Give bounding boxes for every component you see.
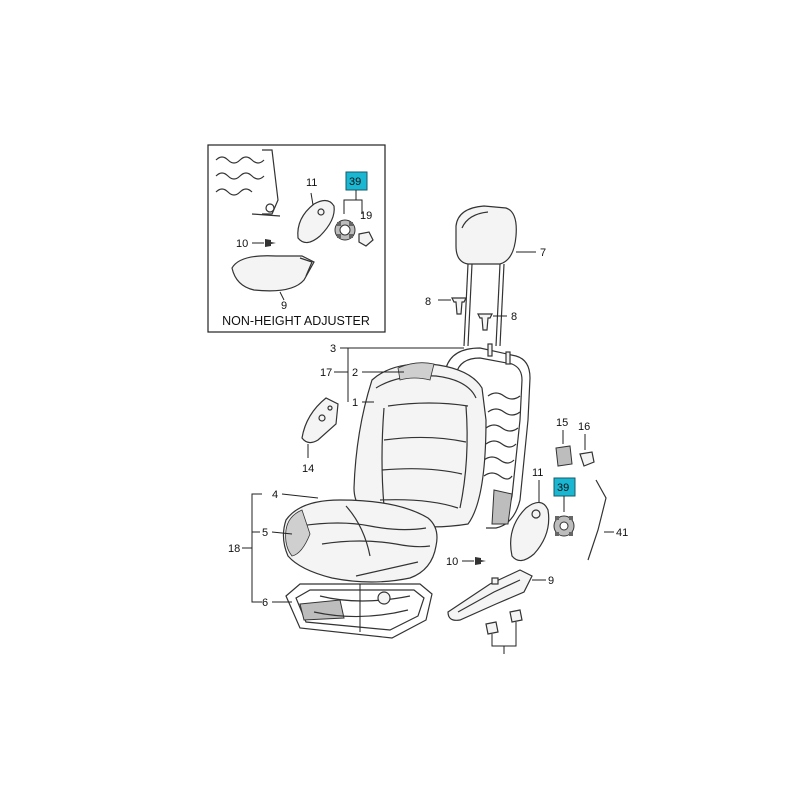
part-16-clip: 16	[578, 421, 595, 467]
inset-label-9: 9	[281, 300, 287, 312]
inset-caption: NON-HEIGHT ADJUSTER	[222, 314, 370, 328]
inset-label-39: 39	[349, 176, 361, 188]
headrest-guide-right: 8	[477, 311, 517, 331]
part-11-recliner-cover: 11	[510, 467, 550, 562]
part-10-screw: 10	[446, 556, 486, 568]
part-14-panel: 14	[301, 397, 339, 475]
headrest-guide-left: 8	[425, 296, 467, 315]
inset-recliner-cover	[297, 199, 335, 244]
headrest: 7	[455, 205, 546, 347]
seatback-cushion	[353, 362, 487, 528]
part-9-side-shield: 9	[447, 569, 554, 621]
inset-label-10: 10	[236, 238, 248, 250]
label-4: 4	[272, 489, 278, 501]
label-7: 7	[540, 247, 546, 259]
label-1: 1	[352, 397, 358, 409]
inset-screw-icon	[265, 239, 276, 247]
label-5: 5	[262, 527, 268, 539]
inset-label-11: 11	[306, 177, 317, 189]
inset-label-19: 19	[360, 210, 372, 222]
label-8b: 8	[511, 311, 517, 323]
inset-frame-springs	[215, 149, 281, 217]
label-16: 16	[578, 421, 590, 433]
part-41-cable: 41	[587, 479, 628, 561]
seat-frame	[285, 583, 433, 639]
inset-side-shield	[231, 255, 315, 292]
seatback-frame	[445, 343, 531, 529]
inset-knob-cap	[358, 231, 374, 247]
label-11: 11	[532, 467, 543, 479]
label-2: 2	[352, 367, 358, 379]
inset-knob-gear	[334, 219, 356, 241]
label-15: 15	[556, 417, 568, 429]
label-8a: 8	[425, 296, 431, 308]
seat-cushion	[282, 499, 438, 583]
label-3: 3	[330, 343, 336, 355]
inset-non-height-adjuster: 11 39 19 10 9 NON-HEIGHT ADJUSTER	[207, 144, 386, 333]
screw-icon	[475, 557, 486, 565]
part-39-knob: 39	[553, 477, 576, 537]
bracket-17: 3 17 2 1	[320, 343, 464, 409]
label-17: 17	[320, 367, 332, 379]
label-18: 18	[228, 543, 240, 555]
part-15-lever: 15	[555, 417, 573, 467]
label-10: 10	[446, 556, 458, 568]
label-14: 14	[302, 463, 314, 475]
label-41: 41	[616, 527, 628, 539]
bracket-18: 18 4 5 6	[228, 489, 319, 609]
seat-clips	[485, 609, 523, 654]
label-9: 9	[548, 575, 554, 587]
label-39: 39	[557, 482, 569, 494]
label-6: 6	[262, 597, 268, 609]
